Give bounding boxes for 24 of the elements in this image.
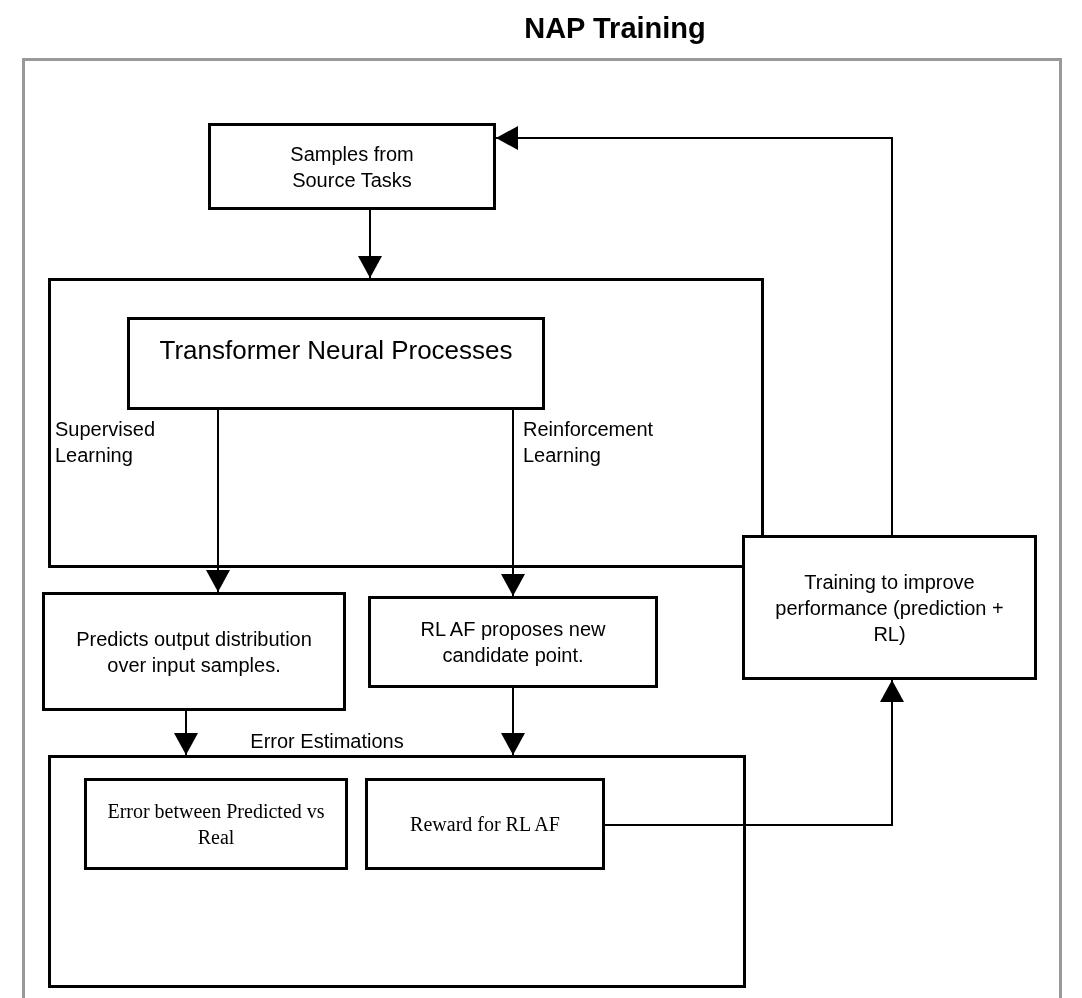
node-label: Error between Predicted vs Real <box>107 799 325 850</box>
node-label: Reward for RL AF <box>410 812 560 837</box>
process-box <box>127 317 545 410</box>
process-box <box>84 778 348 870</box>
node-label: Transformer Neural Processes <box>159 334 513 367</box>
process-box <box>42 592 346 711</box>
arrow <box>501 409 525 597</box>
group-box <box>48 278 764 568</box>
process-box <box>365 778 605 870</box>
node-label: Predicts output distribution over input samples. <box>75 626 313 678</box>
node-label: Samples from Source Tasks <box>289 141 415 193</box>
frame <box>22 58 1062 998</box>
node-label: RL AF proposes new candidate point. <box>419 617 607 668</box>
arrow <box>604 679 904 826</box>
arrow <box>206 409 230 593</box>
process-box <box>208 123 496 210</box>
arrow <box>501 687 525 756</box>
arrow <box>358 209 382 279</box>
diagram-title: NAP Training <box>523 12 707 45</box>
arrow <box>495 126 893 536</box>
node-label: Training to improve performance (prediction + RL) <box>774 569 1005 647</box>
process-box <box>368 596 658 688</box>
process-box <box>742 535 1037 680</box>
arrow <box>174 710 198 756</box>
